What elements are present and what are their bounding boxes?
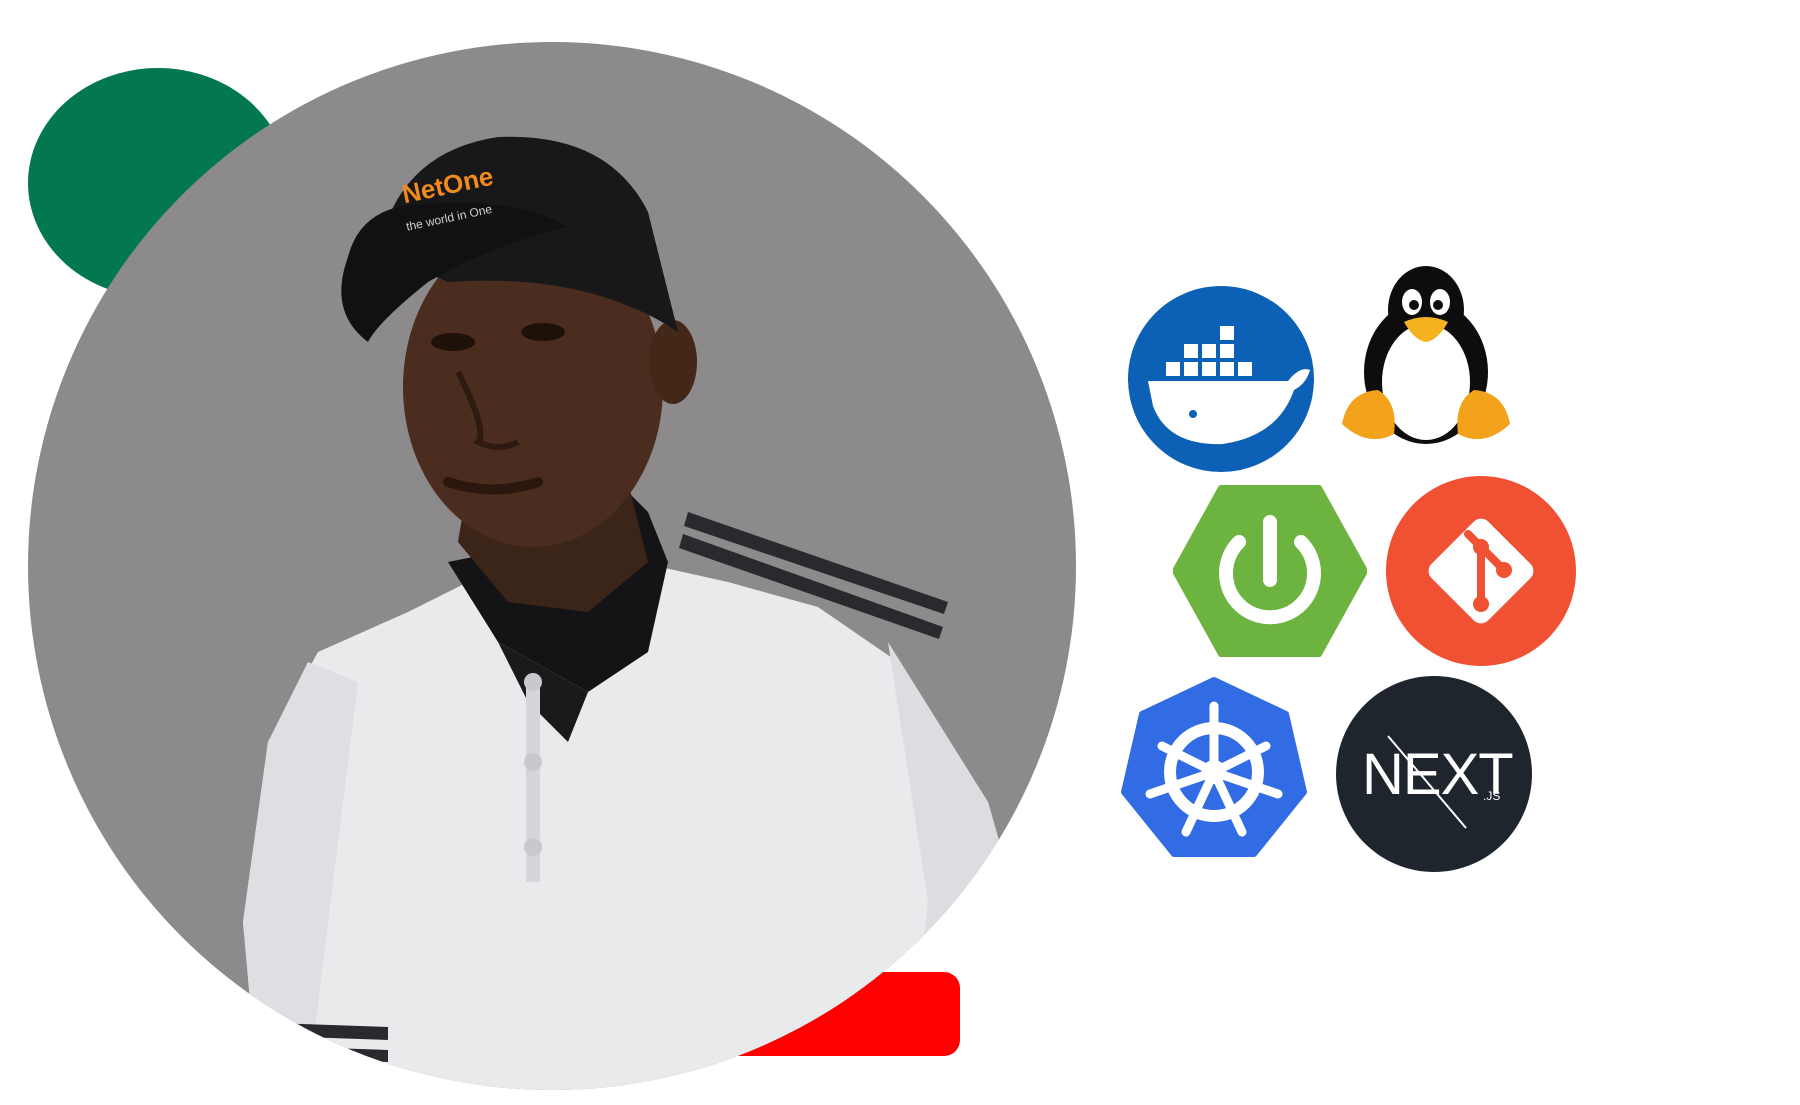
git-logo — [1386, 476, 1576, 666]
spring-boot-logo — [1173, 484, 1367, 658]
linux-tux-logo — [1338, 262, 1514, 452]
nextjs-suffix: .JS — [1483, 789, 1500, 803]
profile-photo: NetOne the world in One — [28, 42, 1076, 1090]
nextjs-logo: NEXT .JS — [1336, 676, 1532, 872]
docker-logo — [1128, 286, 1314, 472]
kubernetes-logo — [1120, 676, 1308, 858]
